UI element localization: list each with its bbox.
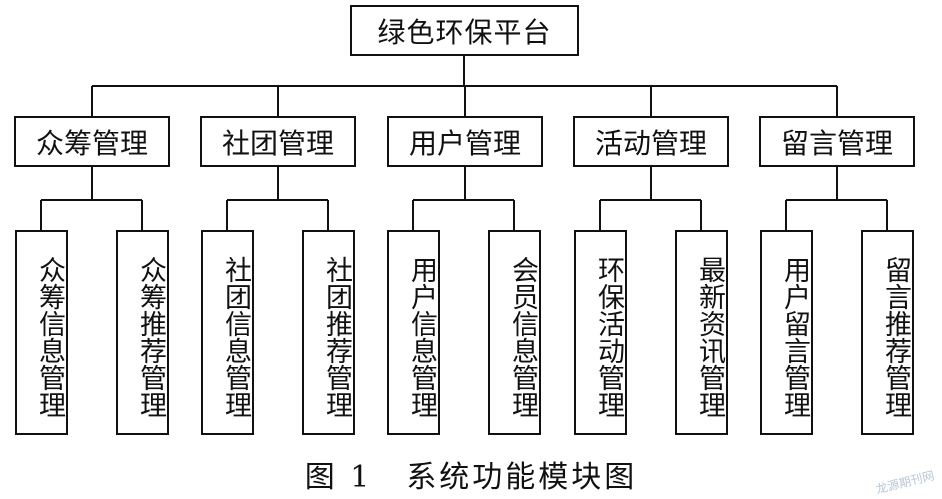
leaf-node-member-info: 会员信息管理 [488, 230, 541, 435]
leaf-node-crowdfunding-info: 众筹信息管理 [15, 230, 68, 435]
leaf-node-message-recommend: 留言推荐管理 [861, 230, 914, 435]
figure-caption: 图 1 系统功能模块图 [0, 452, 942, 496]
leaf-node-club-info: 社团信息管理 [201, 230, 254, 435]
leaf-node-latest-news: 最新资讯管理 [675, 230, 728, 435]
root-node: 绿色环保平台 [350, 5, 579, 56]
leaf-node-club-recommend: 社团推荐管理 [302, 230, 355, 435]
module-node-crowdfunding: 众筹管理 [14, 116, 170, 167]
leaf-node-user-message: 用户留言管理 [760, 230, 813, 435]
module-node-club: 社团管理 [200, 116, 356, 167]
module-node-activity: 活动管理 [573, 116, 729, 167]
module-node-user: 用户管理 [387, 116, 543, 167]
leaf-node-crowdfunding-recommend: 众筹推荐管理 [116, 230, 169, 435]
leaf-node-user-info: 用户信息管理 [387, 230, 440, 435]
figure-title: 系统功能模块图 [406, 460, 638, 495]
leaf-node-eco-activity: 环保活动管理 [574, 230, 627, 435]
module-node-message: 留言管理 [759, 116, 915, 167]
figure-number: 图 1 [304, 460, 373, 495]
